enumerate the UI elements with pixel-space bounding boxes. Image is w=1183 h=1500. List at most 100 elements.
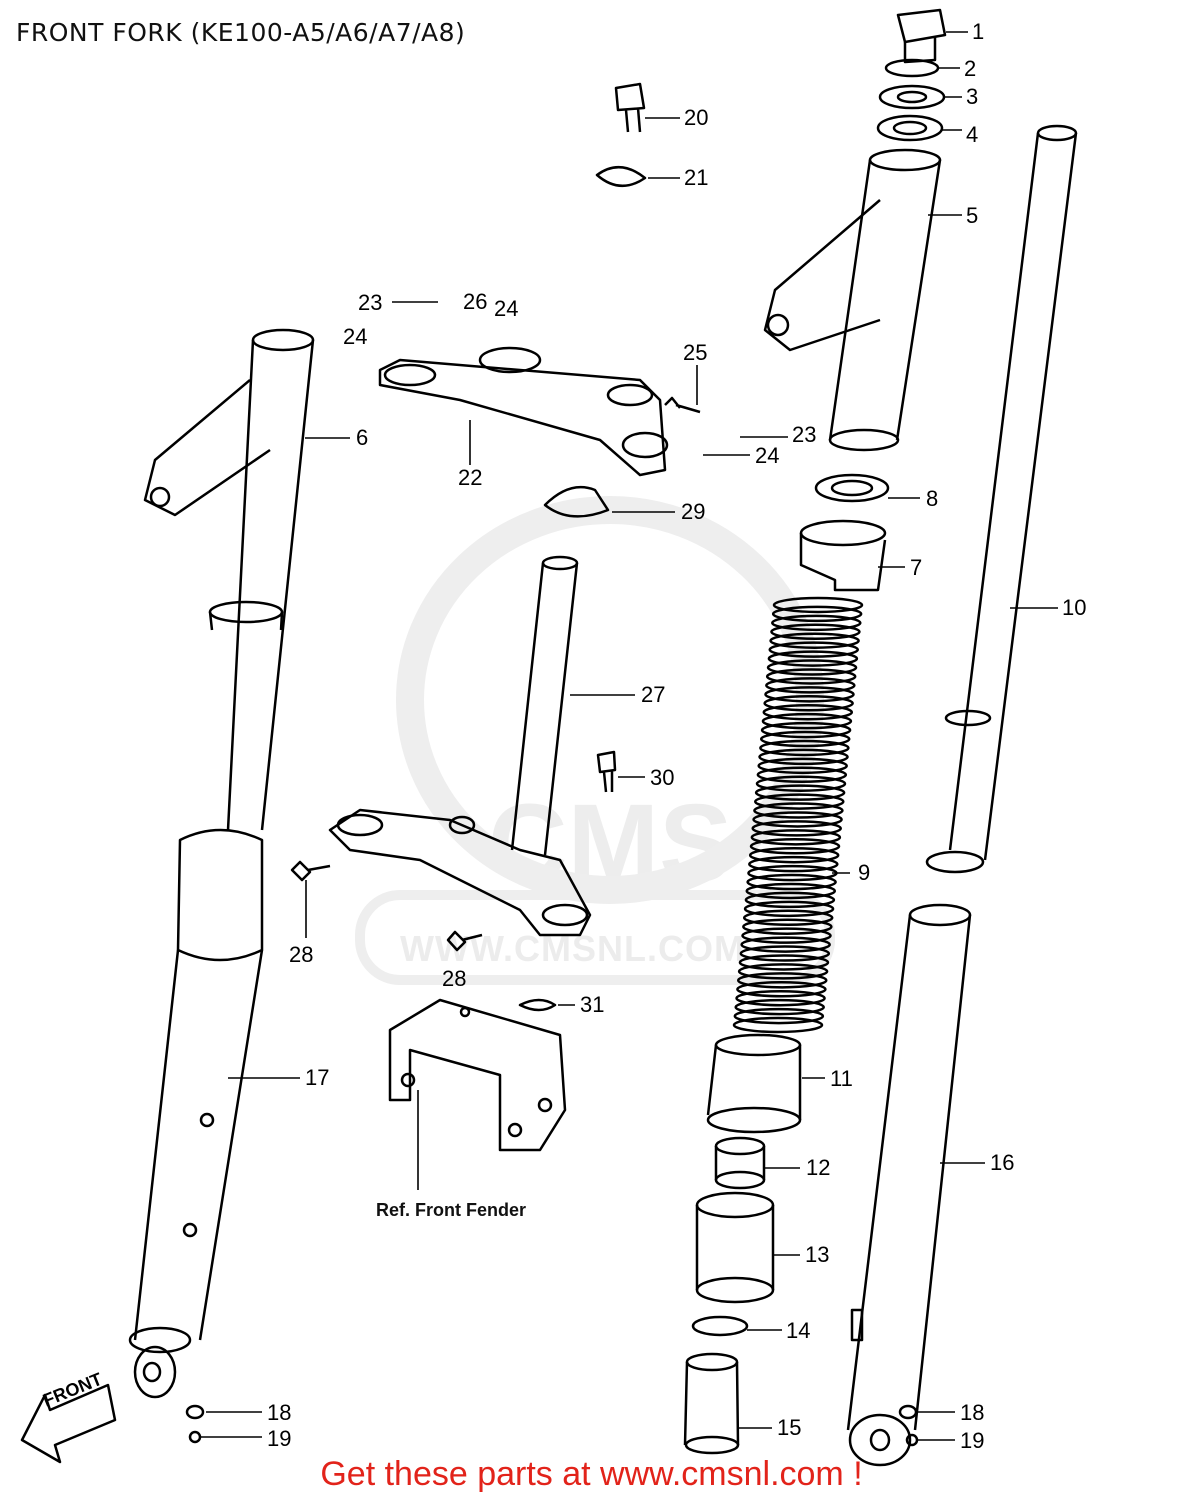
part-20-bolt <box>614 82 646 133</box>
callout-6: 6 <box>356 425 369 450</box>
callout-29: 29 <box>681 499 706 524</box>
callout-28-right: 28 <box>442 966 467 991</box>
callout-11: 11 <box>830 1066 853 1091</box>
spring-coil <box>748 846 840 864</box>
spring-coil <box>763 695 854 712</box>
spring-coil <box>751 820 842 837</box>
spring-coil <box>768 641 859 658</box>
spring-coil <box>754 793 845 810</box>
spring-coil <box>734 998 825 1016</box>
callout-4: 4 <box>966 122 979 147</box>
callout-5: 5 <box>966 203 979 228</box>
callout-27: 27 <box>641 682 666 707</box>
part-19-washer-right <box>905 1433 919 1447</box>
callout-9: 9 <box>858 860 871 885</box>
callout-1: 1 <box>972 19 985 44</box>
callout-17: 17 <box>305 1065 330 1090</box>
callout-18-right: 18 <box>960 1400 985 1425</box>
part-25-bolt <box>664 396 701 414</box>
spring-coil <box>759 739 850 757</box>
spring-coil <box>769 632 860 649</box>
callout-26: 26 <box>463 289 488 314</box>
spring-coil <box>767 650 859 667</box>
part-1-cap-bolt <box>896 8 947 64</box>
callout-22: 22 <box>458 465 483 490</box>
spring-coil <box>737 972 828 989</box>
callout-23-lower: 23 <box>792 422 817 447</box>
part-16-slider-right <box>846 903 972 1467</box>
spring-coil <box>746 873 837 891</box>
spring-coil <box>738 954 830 971</box>
spring-coil <box>741 927 832 944</box>
spring-coil <box>745 882 837 900</box>
part-19-washer-left <box>188 1430 202 1444</box>
callout-24-b: 24 <box>494 296 519 321</box>
spring-coil <box>759 730 851 748</box>
spring-coil <box>754 784 846 801</box>
part-3-washer <box>878 84 946 110</box>
callout-23-upper: 23 <box>358 290 383 315</box>
spring-coil <box>736 981 827 998</box>
spring-coil <box>762 703 854 721</box>
spring-coil <box>743 900 835 918</box>
spring-coil <box>757 757 848 775</box>
callout-12: 12 <box>806 1155 831 1180</box>
callout-30: 30 <box>650 765 675 790</box>
spring-coil <box>756 766 848 784</box>
spring-coil <box>733 1007 825 1025</box>
spring-coil <box>748 855 839 873</box>
part-18-bolt-left <box>185 1404 205 1420</box>
part-30-bolt <box>596 750 617 793</box>
callout-20: 20 <box>684 105 709 130</box>
part-14-circlip <box>691 1315 749 1337</box>
part-11-stopper <box>706 1033 802 1134</box>
spring-coil <box>742 918 833 935</box>
callout-24-a: 24 <box>343 324 368 349</box>
spring-coil <box>750 829 842 846</box>
callout-10: 10 <box>1062 595 1087 620</box>
part-22-upper-bracket <box>378 346 669 477</box>
spring-coil <box>770 623 861 641</box>
callout-13: 13 <box>805 1242 830 1267</box>
part-15-piston <box>683 1352 740 1455</box>
callout-15: 15 <box>777 1415 802 1440</box>
callout-25: 25 <box>683 340 708 365</box>
part-13-boot <box>695 1191 775 1304</box>
callout-7: 7 <box>910 555 923 580</box>
spring-coil <box>766 659 858 676</box>
footer-link[interactable]: Get these parts at www.cmsnl.com ! <box>320 1455 863 1493</box>
spring-coil <box>758 748 849 766</box>
fender-bracket <box>388 998 567 1152</box>
part-9-spring <box>732 596 864 1034</box>
part-5-fork-tube-right <box>763 148 942 452</box>
part-4-washer <box>876 114 944 142</box>
part-31-clamp <box>518 998 557 1012</box>
part-6-fork-tube-left <box>143 328 315 831</box>
part-17-slider-left <box>128 828 264 1399</box>
spring-coil <box>749 838 841 855</box>
callout-18-left: 18 <box>267 1400 292 1425</box>
callout-28-left: 28 <box>289 942 314 967</box>
spring-coil <box>737 963 829 980</box>
spring-coil <box>742 909 834 927</box>
callout-2: 2 <box>964 56 977 81</box>
spring-coil <box>761 712 853 730</box>
part-10-inner-tube-right <box>925 124 1078 874</box>
part-8-seal <box>814 473 890 503</box>
part-28-bolt-upper <box>290 860 331 882</box>
spring-coil <box>752 811 843 828</box>
callout-19-left: 19 <box>267 1426 292 1451</box>
spring-coil <box>765 668 857 685</box>
callout-31: 31 <box>580 992 605 1017</box>
front-fender-reference: Ref. Front Fender <box>376 1200 527 1220</box>
part-27-steering-stem <box>328 555 592 937</box>
part-28-bolt-lower <box>446 930 483 952</box>
spring-coil <box>735 989 826 1007</box>
callout-8: 8 <box>926 486 939 511</box>
callout-14: 14 <box>786 1318 811 1343</box>
part-21-plug <box>595 166 647 187</box>
callout-21: 21 <box>684 165 709 190</box>
part-29-cover <box>543 485 610 518</box>
spring-coil <box>740 936 831 953</box>
